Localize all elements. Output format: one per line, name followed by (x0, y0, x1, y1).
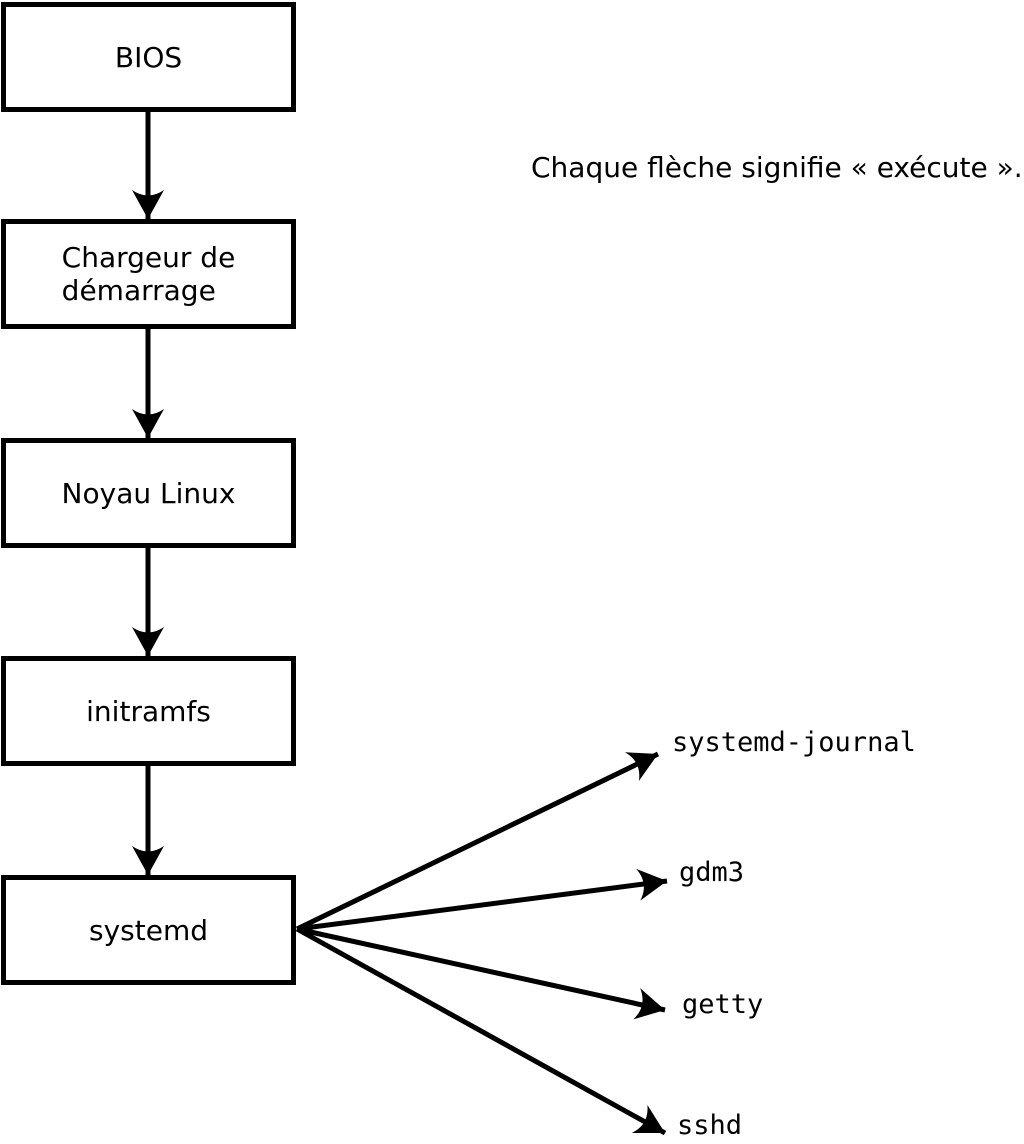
flow-box-label: BIOS (114, 40, 183, 74)
process-label-gdm3: gdm3 (679, 857, 745, 888)
arrow-systemd-to-sshd (295, 926, 667, 1136)
flow-box-initramfs: initramfs (1, 656, 296, 766)
process-label-sshd: sshd (677, 1110, 743, 1141)
legend-note: Chaque flèche signifie « exécute ». (531, 151, 1023, 184)
flow-box-bootloader: Chargeur de démarrage (1, 219, 296, 329)
arrow-systemd-to-gdm3 (296, 868, 668, 932)
flow-box-systemd: systemd (1, 875, 296, 985)
flow-box-label: systemd (89, 913, 208, 947)
process-label-getty: getty (682, 989, 764, 1020)
flow-box-label: Noyau Linux (61, 476, 236, 510)
arrow-systemd-to-getty (296, 926, 666, 1020)
flow-box-label: initramfs (86, 694, 211, 728)
flow-box-bios: BIOS (1, 2, 296, 112)
flow-box-label: Chargeur de démarrage (61, 241, 236, 307)
process-label-systemd-journal: systemd-journal (672, 727, 916, 758)
flow-box-kernel: Noyau Linux (1, 438, 296, 548)
arrow-systemd-to-journal (295, 751, 660, 932)
